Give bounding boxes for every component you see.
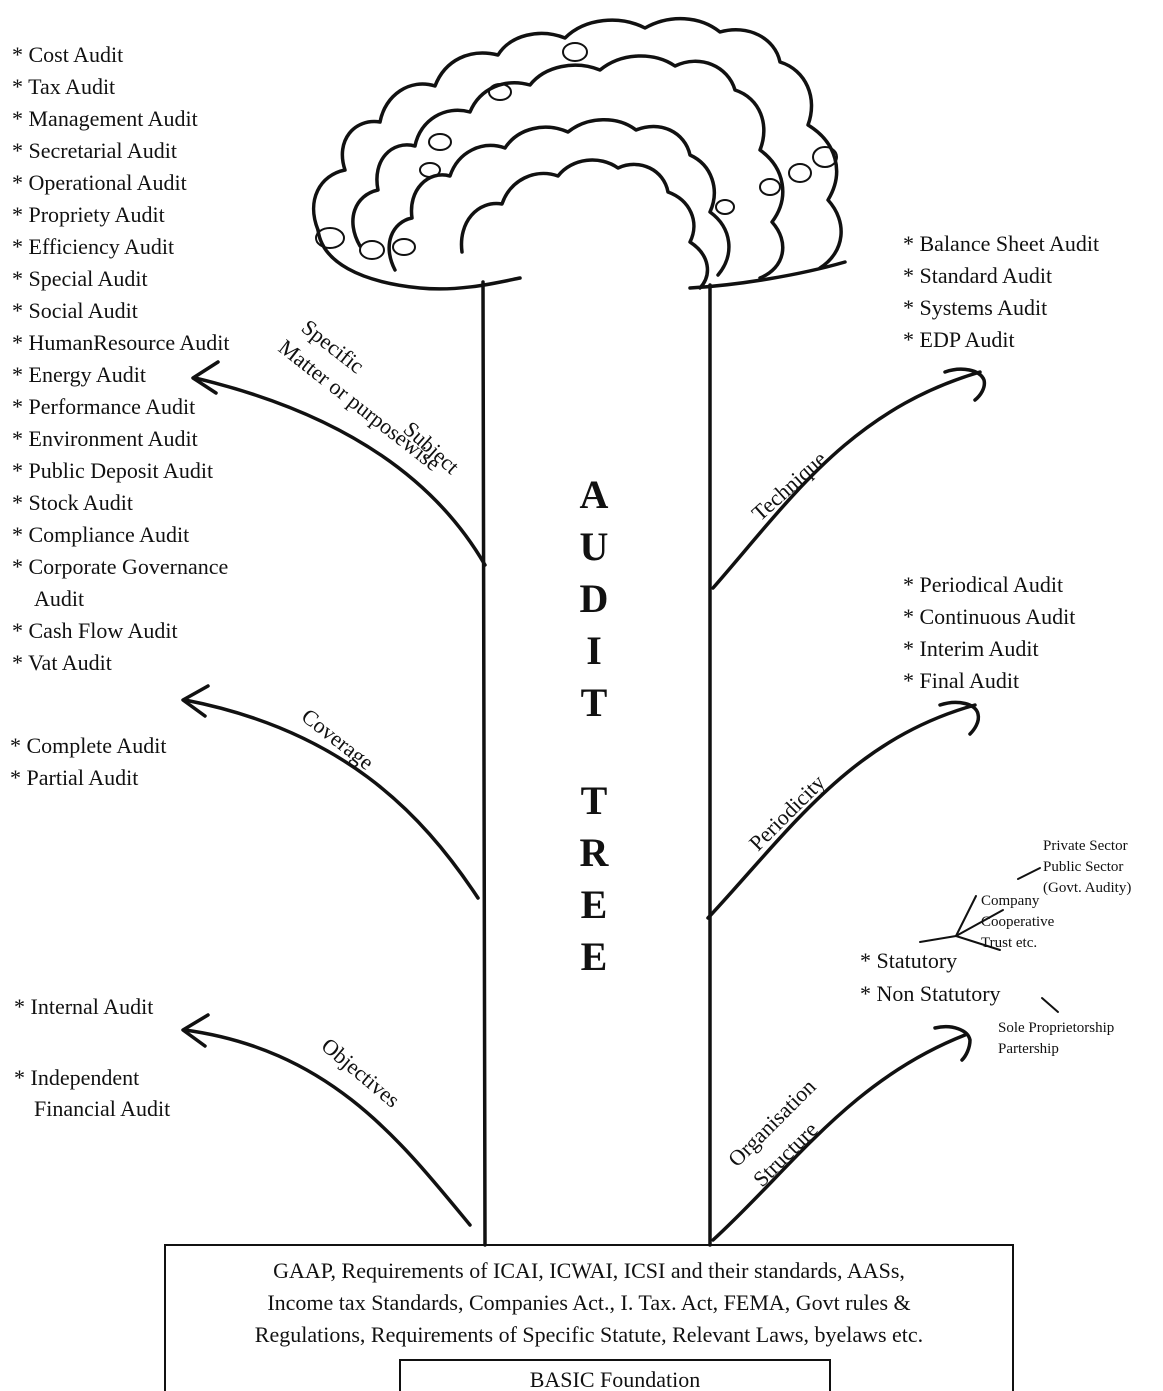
trunk-letter: A: [580, 472, 609, 517]
sub-item: Company: [981, 893, 1040, 909]
list-item: * Corporate Governance: [12, 554, 228, 579]
branch-objectives: [181, 1013, 472, 1227]
list-item: * Stock Audit: [12, 490, 133, 515]
branch-periodicity: [706, 700, 981, 920]
list-item: * Balance Sheet Audit: [903, 231, 1099, 256]
sub-item: Public Sector: [1043, 859, 1123, 875]
coverage-audit-list: * Complete Audit * Partial Audit: [10, 733, 166, 790]
list-item: * Internal Audit: [14, 994, 153, 1019]
list-item: * Periodical Audit: [903, 572, 1063, 597]
sub-item: Sole Proprietorship: [998, 1020, 1114, 1036]
sub-item: Private Sector: [1043, 838, 1128, 854]
foundation-line: GAAP, Requirements of ICAI, ICWAI, ICSI …: [273, 1258, 905, 1283]
organisation-subbranches: [919, 867, 1059, 1013]
organisation-audit-list: * Statutory * Non Statutory Company Coop…: [860, 838, 1131, 1057]
list-item: * Cost Audit: [12, 42, 123, 67]
list-item: * Social Audit: [12, 298, 138, 323]
trunk-letter: E: [581, 882, 608, 927]
trunk-letter: D: [580, 576, 609, 621]
branch-label-periodicity: Periodicity: [744, 770, 830, 856]
tree-canopy: [312, 17, 847, 291]
list-item: * Management Audit: [12, 106, 198, 131]
sub-item: (Govt. Audity): [1043, 880, 1131, 896]
branch-label-objectives: Objectives: [317, 1033, 405, 1113]
trunk-title: A U D I T T R E E: [580, 472, 610, 979]
list-item: Audit: [34, 586, 84, 611]
list-item: * Secretarial Audit: [12, 138, 177, 163]
list-item: * Partial Audit: [10, 765, 138, 790]
list-item: * Performance Audit: [12, 394, 195, 419]
foundation-box: GAAP, Requirements of ICAI, ICWAI, ICSI …: [164, 1244, 1014, 1391]
list-item: * HumanResource Audit: [12, 330, 230, 355]
foundation-line: Regulations, Requirements of Specific St…: [255, 1322, 923, 1347]
trunk-letter: U: [580, 524, 609, 569]
list-item: * Cash Flow Audit: [12, 618, 178, 643]
foundation-line: Income tax Standards, Companies Act., I.…: [267, 1290, 910, 1315]
branch-technique: [711, 367, 987, 590]
list-item: * Vat Audit: [12, 650, 112, 675]
list-item: Financial Audit: [34, 1096, 170, 1121]
trunk-letter: T: [581, 778, 608, 823]
list-item: * Compliance Audit: [12, 522, 189, 547]
basic-foundation-label: BASIC Foundation: [530, 1367, 701, 1391]
list-item: * Complete Audit: [10, 733, 166, 758]
list-item: * EDP Audit: [903, 327, 1015, 352]
list-item: * Final Audit: [903, 668, 1019, 693]
list-item: * Efficiency Audit: [12, 234, 174, 259]
trunk-letter: T: [581, 680, 608, 725]
technique-audit-list: * Balance Sheet Audit * Standard Audit *…: [903, 231, 1099, 352]
branch-subject: [191, 360, 487, 567]
sub-item: Trust etc.: [981, 935, 1037, 951]
periodicity-audit-list: * Periodical Audit * Continuous Audit * …: [903, 572, 1075, 693]
branch-label-technique: Technique: [747, 446, 832, 526]
sub-item: Partership: [998, 1041, 1059, 1057]
list-item: * Energy Audit: [12, 362, 146, 387]
list-item: * Interim Audit: [903, 636, 1039, 661]
branch-coverage: [181, 684, 480, 900]
branch-label-coverage: Coverage: [297, 703, 379, 775]
list-item: * Statutory: [860, 948, 957, 973]
objectives-audit-list: * Internal Audit * Independent Financial…: [14, 994, 170, 1121]
subject-audit-list: * Cost Audit * Tax Audit * Management Au…: [12, 42, 230, 675]
list-item: * Propriety Audit: [12, 202, 165, 227]
list-item: * Public Deposit Audit: [12, 458, 213, 483]
list-item: * Independent: [14, 1065, 139, 1090]
list-item: * Continuous Audit: [903, 604, 1075, 629]
list-item: * Standard Audit: [903, 263, 1052, 288]
trunk-letter: I: [586, 628, 602, 673]
trunk-letter: R: [580, 830, 610, 875]
trunk-left-line: [481, 280, 487, 1247]
list-item: * Systems Audit: [903, 295, 1047, 320]
sub-item: Cooperative: [981, 914, 1055, 930]
trunk-letter: E: [581, 934, 608, 979]
list-item: * Non Statutory: [860, 981, 1001, 1006]
list-item: * Environment Audit: [12, 426, 198, 451]
list-item: * Tax Audit: [12, 74, 115, 99]
list-item: * Special Audit: [12, 266, 148, 291]
branch-organisation: [711, 1025, 972, 1242]
list-item: * Operational Audit: [12, 170, 187, 195]
